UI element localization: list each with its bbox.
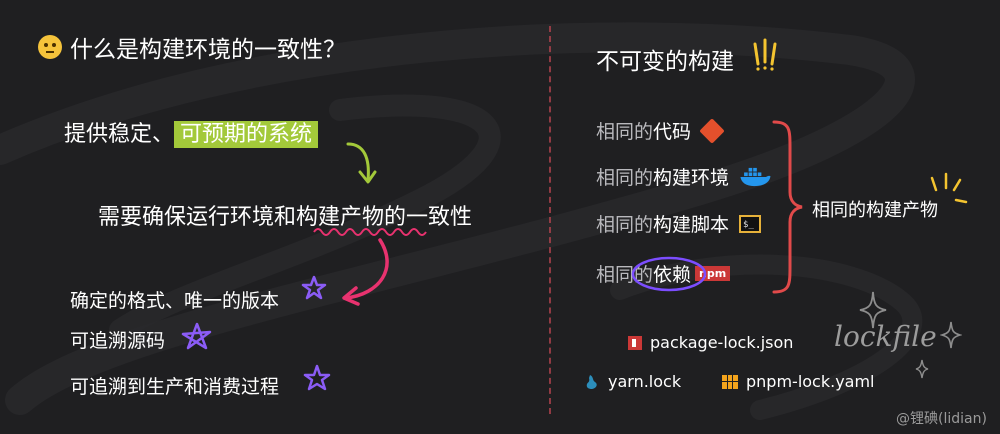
item-emphasis: 构建环境 — [653, 167, 730, 189]
author-credit: @锂碘(lidian) — [896, 411, 987, 427]
question-text: 什么是构建环境的一致性？ — [70, 37, 346, 63]
item-prefix: 相同的 — [596, 264, 654, 286]
pnpm-icon — [722, 374, 738, 389]
same-env-item: 相同的构建环境 — [596, 163, 773, 190]
item-emphasis: 依赖 — [653, 264, 692, 286]
star-icon — [303, 364, 331, 391]
curly-brace — [772, 120, 803, 294]
item-prefix: 相同的 — [596, 167, 654, 189]
sparkle-icon — [859, 291, 887, 329]
section-divider — [549, 26, 551, 414]
stable-highlight: 可预期的系统 — [174, 121, 319, 148]
terminal-icon: $_ — [739, 214, 762, 233]
pnpm-lock-file: pnpm-lock.yaml — [722, 372, 875, 391]
exclamation-accent-icon — [753, 38, 777, 71]
file-label: pnpm-lock.yaml — [746, 372, 875, 391]
lockfile-watermark: lockfile — [834, 320, 937, 353]
yarn-lock-file: yarn.lock — [584, 372, 681, 391]
same-code-item: 相同的代码 — [596, 117, 725, 144]
consistency-line: 需要确保运行环境和构建产物的一致性 — [98, 205, 473, 230]
green-arrow-icon — [346, 142, 377, 184]
file-label: package-lock.json — [650, 333, 794, 352]
thinking-face-icon — [38, 35, 62, 59]
sparkle-icon — [915, 359, 929, 379]
git-icon — [699, 117, 725, 144]
question-heading: 什么是构建环境的一致性？ — [38, 30, 346, 64]
same-deps-item: 相同的依赖 npm — [596, 260, 731, 287]
bullet-production-trace: 可追溯到生产和消费过程 — [70, 376, 280, 398]
immutable-build-title: 不可变的构建 — [596, 49, 734, 75]
squiggle-underline — [313, 228, 427, 236]
deps-circle-highlight — [631, 256, 707, 292]
docker-icon — [740, 167, 771, 186]
stable-prefix: 提供稳定、 — [64, 122, 175, 147]
same-artifact-summary: 相同的构建产物 — [812, 200, 938, 221]
same-script-item: 相同的构建脚本 $_ — [596, 210, 762, 237]
bullet-format-version: 确定的格式、唯一的版本 — [70, 290, 280, 312]
star-icon — [181, 322, 212, 350]
pink-arrow-icon — [342, 238, 389, 306]
npm-icon — [628, 335, 642, 350]
package-lock-file: package-lock.json — [628, 333, 793, 352]
star-icon — [301, 275, 327, 300]
file-label: yarn.lock — [608, 372, 682, 391]
bullet-source-trace: 可追溯源码 — [70, 330, 166, 352]
sparkle-accent-icon — [930, 172, 968, 204]
item-prefix: 相同的 — [596, 214, 654, 236]
item-prefix: 相同的 — [596, 121, 654, 143]
yarn-icon — [586, 374, 597, 389]
item-emphasis: 构建脚本 — [653, 214, 730, 236]
stable-system-line: 提供稳定、可预期的系统 — [64, 116, 319, 148]
item-emphasis: 代码 — [653, 121, 692, 143]
sparkle-icon — [940, 321, 962, 349]
